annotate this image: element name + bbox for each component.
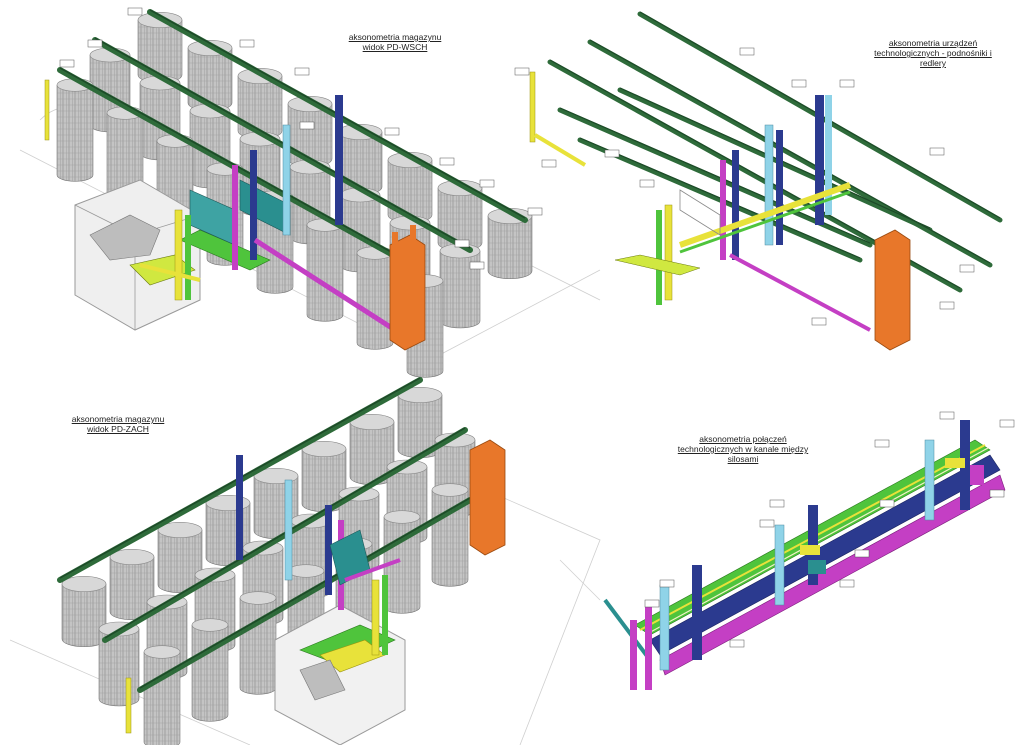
leader-tag-box	[479, 179, 495, 188]
leader-tag-box	[791, 79, 807, 88]
leader-tag-box	[939, 301, 955, 310]
silo-roof	[239, 591, 277, 605]
silo-roof	[157, 521, 203, 538]
leader-tag-box	[384, 127, 400, 136]
leader-tag-box	[839, 579, 855, 588]
leader-tag-box	[879, 499, 895, 508]
leader-tag-box	[604, 149, 620, 158]
leader-tag-box	[769, 499, 785, 508]
silo	[143, 651, 181, 745]
leader-tag-box	[639, 179, 655, 188]
leader-tag-box	[87, 39, 103, 48]
leader-tag-box	[659, 579, 675, 588]
silo-roof	[383, 510, 421, 524]
silo-roof	[109, 548, 155, 565]
silo-roof	[191, 618, 229, 632]
leader-tag-box	[644, 599, 660, 608]
leader-tag-box	[514, 67, 530, 76]
leader-tag-box	[759, 519, 775, 528]
silo	[306, 224, 344, 322]
leader-tag-box	[874, 439, 890, 448]
panel-3-warehouse-view-sw	[9, 377, 601, 745]
panel-2-equipment-view	[529, 11, 1003, 351]
leader-tag-box	[59, 59, 75, 68]
silo-roof	[143, 645, 181, 659]
leader-tag-box	[739, 47, 755, 56]
leader-tag-box	[469, 261, 485, 270]
leader-tag-box	[839, 79, 855, 88]
leader-tag-box	[811, 317, 827, 326]
leader-tag-box	[854, 549, 870, 558]
leader-tag-box	[127, 7, 143, 16]
leader-tag-box	[454, 239, 470, 248]
leader-tag-box	[939, 411, 955, 420]
leader-tag-box	[239, 39, 255, 48]
panel-4-channel-connections	[603, 420, 1006, 690]
panel-2-title: aksonometria urządzeń technologicznych -…	[874, 38, 992, 68]
leader-tag-box	[959, 264, 975, 273]
leader-tag-box	[299, 121, 315, 130]
leader-tag-box	[929, 147, 945, 156]
leader-tag-box	[729, 639, 745, 648]
panel-4-title: aksonometria połączeń technologicznych w…	[677, 434, 809, 464]
leader-tag-box	[541, 159, 557, 168]
panel-1-orange-tank	[389, 225, 426, 351]
leader-tag-box	[999, 419, 1015, 428]
leader-tag-box	[439, 157, 455, 166]
leader-tag-box	[294, 67, 310, 76]
silo-roof	[301, 440, 347, 457]
silo-roof	[431, 483, 469, 497]
silo-roof	[61, 575, 107, 592]
leader-tags	[59, 7, 1015, 648]
panel-1-elevators	[44, 79, 343, 301]
panel-1-title: aksonometria magazynu widok PD-WSCH	[348, 32, 442, 52]
silo	[191, 624, 229, 722]
leader-tag-box	[989, 489, 1005, 498]
leader-tag-box	[527, 207, 543, 216]
panel-3-title: aksonometria magazynu widok PD-ZACH	[71, 414, 165, 434]
silo	[56, 84, 94, 182]
panel-1-warehouse-view-se	[19, 9, 601, 378]
silo	[487, 215, 533, 279]
silo	[356, 252, 394, 350]
panel-3-silos	[61, 386, 476, 745]
silo-roof	[287, 564, 325, 578]
